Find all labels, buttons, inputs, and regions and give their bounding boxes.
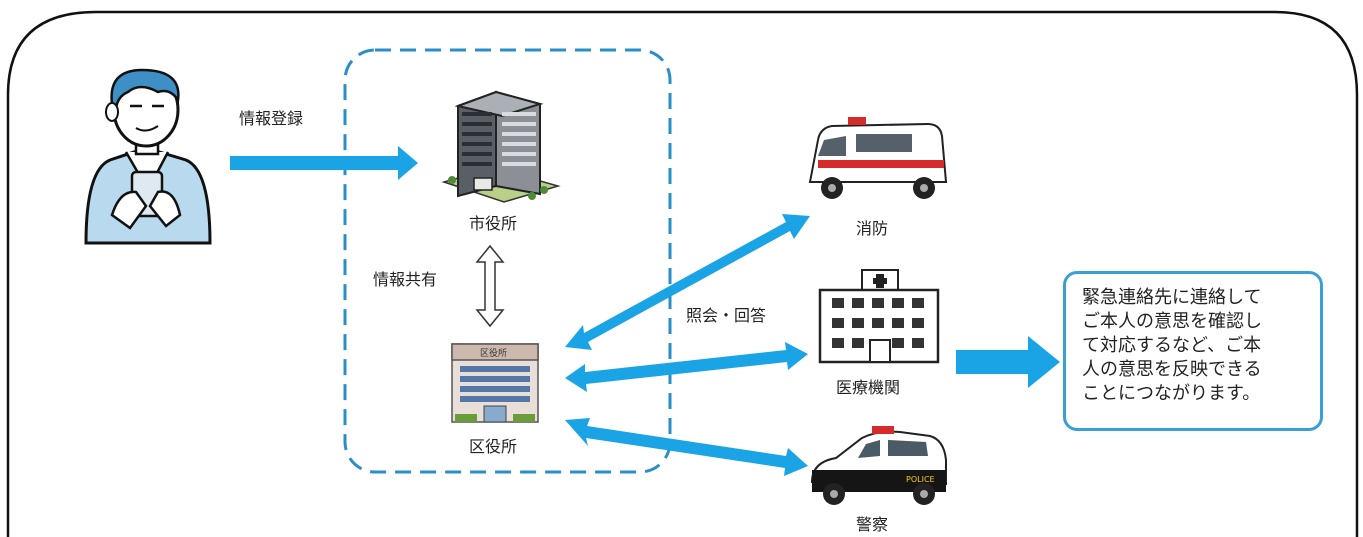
government-dashed-box <box>343 48 672 474</box>
elderly-man-with-phone-icon <box>84 68 212 245</box>
arrow-ward-police <box>565 418 808 476</box>
hospital-icon <box>818 269 940 364</box>
police-car-icon: POLICE <box>810 426 947 505</box>
arrow-to-note <box>956 336 1060 388</box>
label-sharing: 情報共有 <box>373 270 438 289</box>
arrow-sharing-hollow <box>475 244 505 328</box>
ward-office-sign: 区役所 <box>480 347 507 359</box>
outer-frame <box>6 10 1359 537</box>
ambulance-icon <box>808 117 948 199</box>
outcome-note-text: 緊急連絡先に連絡して ご本人の意思を確認し て対応するなど、ご本 人の意思を反映… <box>1082 287 1262 404</box>
label-police: 警察 <box>856 515 889 534</box>
office-building-icon <box>441 90 561 203</box>
label-registration: 情報登録 <box>239 109 304 128</box>
ward-office-building-icon <box>451 343 539 423</box>
label-fire: 消防 <box>856 219 889 238</box>
outcome-note-box: 緊急連絡先に連絡して ご本人の意思を確認し て対応するなど、ご本 人の意思を反映… <box>1063 271 1323 431</box>
label-inquiry: 照会・回答 <box>686 306 767 325</box>
label-city-hall: 市役所 <box>469 214 518 233</box>
arrow-ward-fire <box>565 214 810 350</box>
arrows <box>230 146 1060 476</box>
label-ward-office: 区役所 <box>469 437 518 456</box>
label-medical: 医療機関 <box>836 378 901 397</box>
police-car-lettering: POLICE <box>906 475 935 484</box>
arrow-register <box>230 146 418 180</box>
arrow-ward-hospital <box>565 342 808 392</box>
